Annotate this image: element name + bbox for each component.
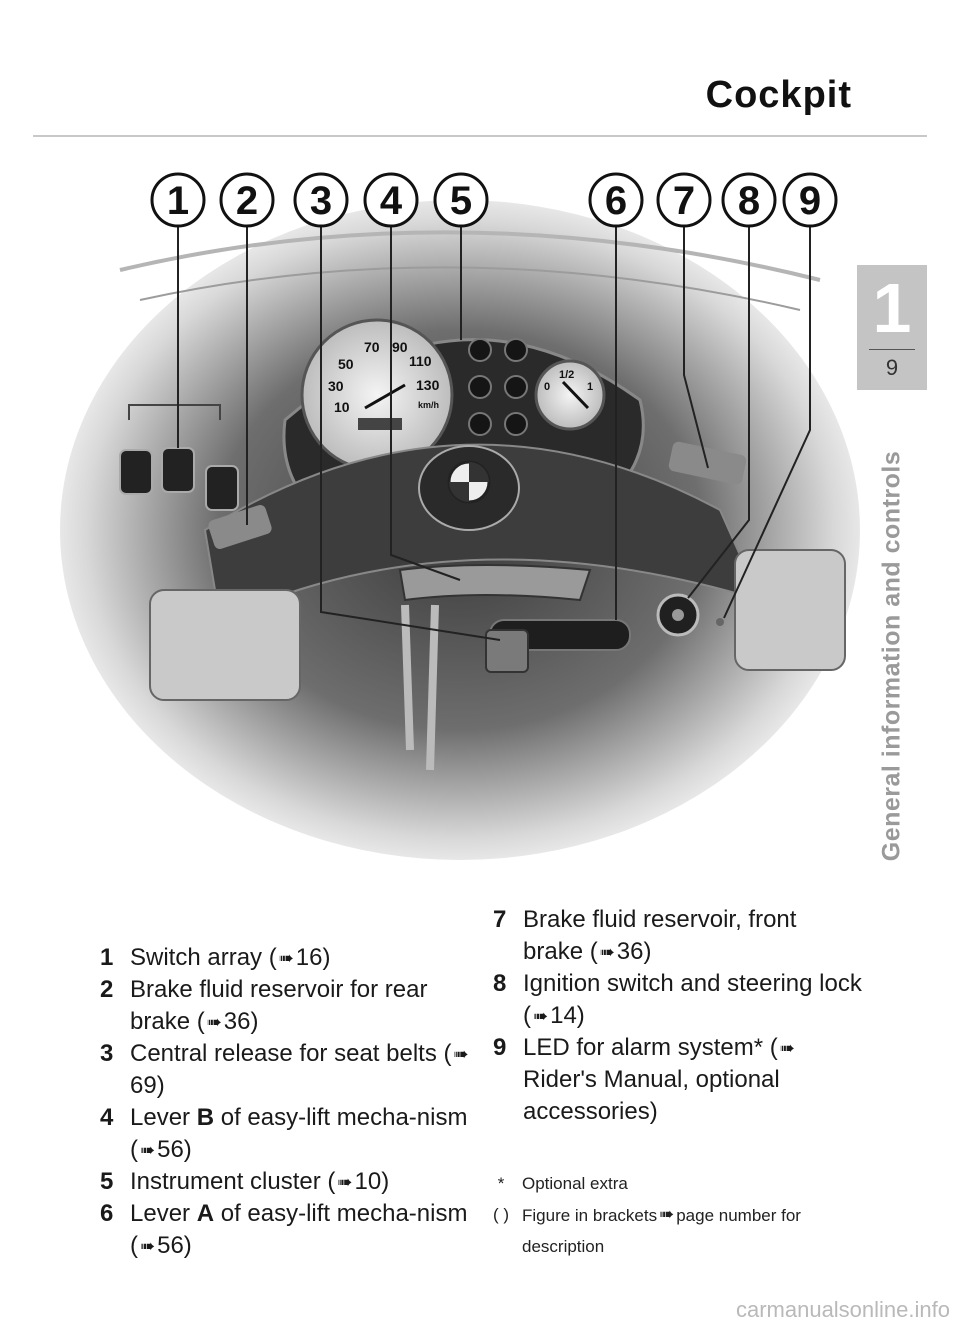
callout-number: 4 (380, 179, 403, 223)
title-divider (33, 135, 927, 137)
watermark: carmanualsonline.info (735, 1297, 950, 1322)
callout-circle (293, 172, 349, 228)
arrow-icon: ➠ (140, 1140, 156, 1160)
arrow-icon: ➠ (140, 1236, 156, 1256)
footnote-symbol: * (497, 1174, 505, 1193)
speedo-label: 10 (334, 399, 350, 415)
fuel-label: 1/2 (559, 369, 574, 381)
legend-number: 4 (100, 1104, 114, 1131)
arrow-icon: ➠ (206, 1012, 222, 1032)
chapter-tab: 1 9 (857, 265, 927, 390)
arrow-icon: ➠ (533, 1006, 549, 1026)
arrow-icon: ➠ (659, 1204, 675, 1224)
chapter-side-label: General information and controls (877, 450, 906, 862)
arrow-icon: ➠ (337, 1172, 353, 1192)
callout-circle (721, 172, 777, 228)
legend-number: 3 (100, 1040, 114, 1067)
page-number: 9 (885, 355, 899, 380)
callout-number: 8 (738, 179, 760, 223)
switch-button (161, 447, 195, 493)
footnote: ( )Figure in brackets➠page number for de… (488, 1199, 868, 1262)
callout-number: 3 (310, 179, 332, 223)
legend-number: 5 (100, 1168, 114, 1195)
callout-number: 7 (673, 179, 695, 223)
speedo-unit: km/h (418, 400, 439, 410)
chapter-divider (869, 349, 915, 350)
speedo-label: 70 (364, 339, 380, 355)
callout-circle (588, 172, 644, 228)
callout-number: 5 (450, 179, 472, 223)
legend-number: 9 (493, 1034, 507, 1061)
cockpit-illustration: 10 30 50 70 90 110 130 km/h 0 1/2 1 (60, 172, 860, 860)
callout-circle (782, 172, 838, 228)
callout-number: 6 (605, 179, 627, 223)
arrow-icon: ➠ (453, 1044, 469, 1064)
fuel-label: 0 (544, 381, 550, 393)
legend-number: 2 (100, 976, 114, 1003)
speedo-label: 130 (416, 377, 440, 393)
left-switch-cluster (149, 589, 301, 701)
callout-circle (219, 172, 275, 228)
callout-number: 1 (167, 179, 189, 223)
legend-number: 6 (100, 1200, 114, 1227)
page-title: Cockpit (705, 74, 852, 116)
speedo-label: 30 (328, 378, 344, 394)
speedo-label: 110 (409, 353, 432, 369)
chapter-number: 1 (872, 269, 912, 347)
callout-number: 2 (236, 179, 258, 223)
odometer-display (358, 418, 402, 430)
cockpit-figure: 10 30 50 70 90 110 130 km/h 0 1/2 1 (60, 150, 860, 880)
switch-button (119, 449, 153, 495)
arrow-icon: ➠ (599, 942, 615, 962)
alarm-led (716, 618, 724, 626)
arrow-icon: ➠ (779, 1038, 795, 1058)
arrow-icon: ➠ (278, 948, 294, 968)
speedo-label: 50 (338, 356, 354, 372)
speedo-label: 90 (392, 339, 408, 355)
legend-number: 7 (493, 906, 507, 933)
footnote: *Optional extra (488, 1168, 868, 1199)
legend-number: 1 (100, 944, 114, 971)
callout-circle (150, 172, 206, 228)
footnotes: *Optional extra ( )Figure in brackets➠pa… (488, 1168, 868, 1262)
lever-b (398, 564, 592, 602)
callout-circle (656, 172, 712, 228)
callout-number: 9 (799, 179, 821, 223)
callout-circle (363, 172, 419, 228)
footnote-symbol: ( ) (492, 1205, 510, 1224)
fuel-label: 1 (587, 381, 593, 393)
switch-button (205, 465, 239, 511)
belt-release (485, 629, 529, 673)
right-switch-cluster (734, 549, 846, 671)
fuel-gauge (534, 359, 606, 431)
callout-circle (433, 172, 489, 228)
legend-number: 8 (493, 970, 507, 997)
rear-brake-reservoir (208, 505, 272, 549)
callout-leaders (177, 226, 811, 641)
speedometer-needle (364, 383, 406, 410)
